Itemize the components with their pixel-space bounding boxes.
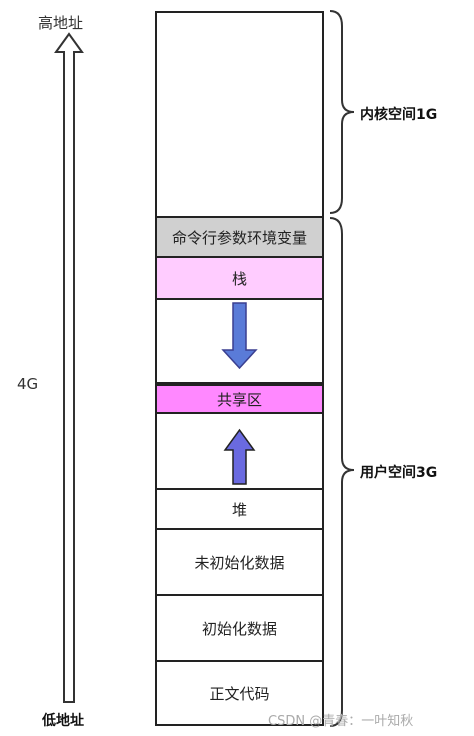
stack-growth-region [155,300,324,384]
address-space-size-label: 4G [17,375,39,393]
kernel-space-label: 内核空间1G [360,107,438,123]
segment-cmdline-env: 命令行参数环境变量 [155,216,324,258]
user-space-label: 用户空间3G [360,465,438,481]
segment-init-data: 初始化数据 [155,596,324,662]
segment-uninit-data: 未初始化数据 [155,530,324,596]
segment-stack: 栈 [155,258,324,300]
watermark: CSDN @青春：一叶知秋 [268,714,414,729]
heap-growth-region [155,414,324,490]
high-address-label: 高地址 [38,14,84,32]
heap-up-arrow-icon [223,428,256,485]
stack-down-arrow-icon [221,302,258,370]
kernel-brace-icon [329,10,355,214]
segment-shared: 共享区 [155,384,324,414]
segment-text-code: 正文代码 [155,662,324,726]
low-address-label: 低地址 [42,713,84,729]
segment-heap: 堆 [155,490,324,530]
user-brace-icon [329,217,355,727]
